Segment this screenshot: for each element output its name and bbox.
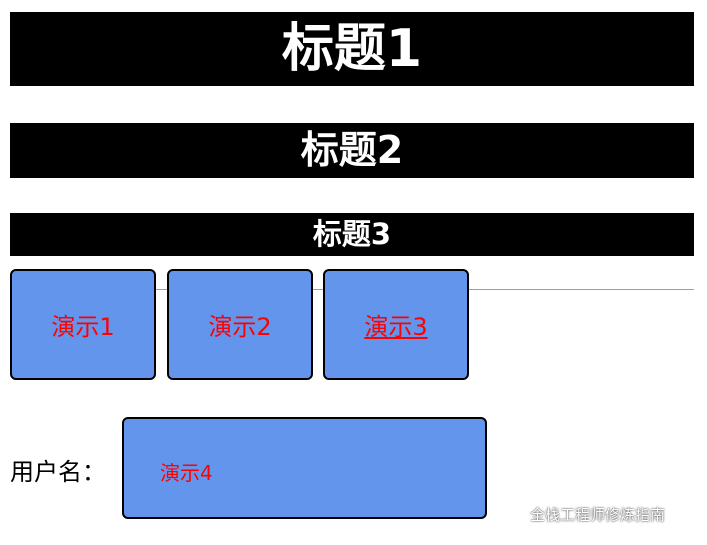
demo-2-label: 演示2 bbox=[208, 313, 272, 341]
watermark: 全栈工程师修炼指南 bbox=[500, 503, 665, 525]
heading-3: 标题3 bbox=[10, 213, 694, 256]
demo-1-label: 演示1 bbox=[51, 313, 115, 341]
watermark-text: 全栈工程师修炼指南 bbox=[530, 505, 666, 524]
demo-4-label: 演示4 bbox=[160, 461, 213, 485]
demo-3-link[interactable]: 演示3 bbox=[323, 269, 469, 380]
username-label: 用户名： bbox=[10, 458, 106, 486]
demo-2-box[interactable]: 演示2 bbox=[167, 269, 313, 380]
demo-3-label: 演示3 bbox=[364, 313, 428, 341]
demo-1-box[interactable]: 演示1 bbox=[10, 269, 156, 380]
wechat-icon bbox=[500, 504, 524, 523]
heading-1: 标题1 bbox=[10, 12, 694, 86]
heading-2: 标题2 bbox=[10, 123, 694, 178]
demo-4-input[interactable]: 演示4 bbox=[122, 417, 487, 519]
